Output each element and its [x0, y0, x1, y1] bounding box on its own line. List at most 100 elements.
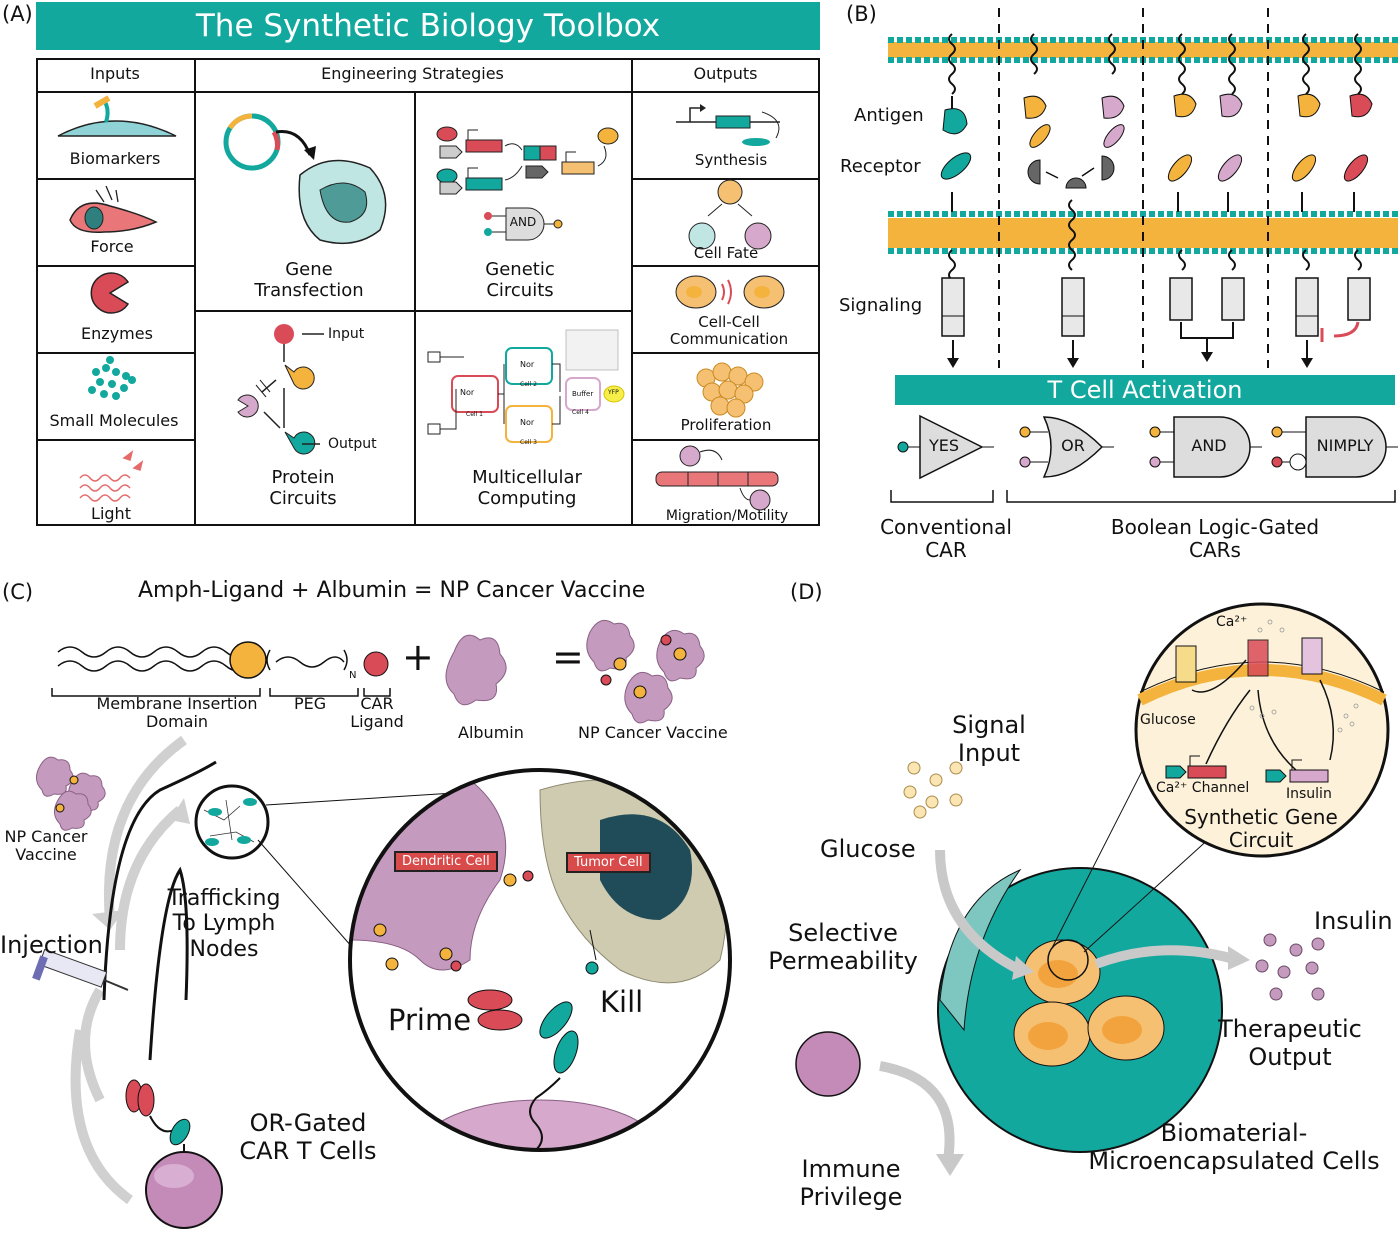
signal-input-label: Signal Input	[952, 711, 1026, 767]
tumor-cell-tag: Tumor Cell	[566, 852, 651, 873]
therapeutic-output-label: Therapeutic Output	[1218, 1015, 1362, 1071]
multicellular-circuit-icon	[427, 329, 625, 443]
header-outputs: Outputs	[693, 64, 758, 83]
and-gate-icon	[484, 207, 563, 241]
input-force: Force	[90, 237, 134, 256]
insulin-label: Insulin	[1314, 907, 1393, 935]
circuit-title-label: Synthetic Gene Circuit	[1184, 805, 1338, 852]
circuit-glucose-label: Glucose	[1140, 712, 1196, 728]
input-light: Light	[91, 504, 131, 523]
protein-output-label: Output	[328, 436, 377, 452]
mc-output: YFP	[608, 389, 619, 396]
protein-circuit-icon	[237, 324, 324, 455]
input-small-molecules: Small Molecules	[49, 411, 179, 430]
toolbox-title: The Synthetic Biology Toolbox	[36, 2, 820, 50]
output-migration: Migration/Motility	[665, 508, 789, 524]
car-t-cell-icon	[125, 1079, 223, 1229]
header-strategies: Engineering Strategies	[321, 64, 504, 83]
conventional-car-label: Conventional CAR	[880, 515, 1012, 562]
car-ligand-label: CAR Ligand	[350, 694, 404, 732]
mc-cell-1: Cell 1	[466, 411, 483, 418]
mc-cell-3: Cell 3	[520, 439, 537, 446]
circuit-channel-label: Ca²⁺ Channel	[1156, 780, 1250, 796]
output-cell-communication: Cell-Cell Communication	[669, 313, 789, 349]
immune-cell	[795, 1031, 861, 1097]
car-receptor-detail	[373, 870, 599, 1151]
output-proliferation: Proliferation	[680, 416, 772, 434]
mc-cell-2: Cell 2	[520, 381, 537, 388]
input-biomarkers: Biomarkers	[69, 149, 161, 168]
prime-label: Prime	[388, 1003, 472, 1037]
migration-icon	[655, 445, 779, 511]
plasmid-icon	[223, 113, 316, 171]
vaccine-small-icon	[36, 756, 106, 831]
membrane-domain-label: Membrane Insertion Domain	[96, 694, 258, 732]
panel-d-letter: (D)	[790, 580, 823, 604]
albumin-icon	[445, 634, 507, 706]
vaccine-label: NP Cancer Vaccine	[578, 723, 728, 742]
column-4	[1301, 33, 1362, 271]
multicellular-label: Multicellular Computing	[472, 467, 582, 509]
boolean-car-label: Boolean Logic-Gated CARs	[1110, 515, 1320, 562]
yes-gate	[897, 414, 994, 480]
mc-gate-4: Buffer	[572, 390, 594, 398]
nimply-gate-label: NIMPLY	[1316, 436, 1374, 455]
column-2	[1030, 33, 1116, 271]
column-3	[1177, 33, 1236, 271]
glucose-label: Glucose	[820, 835, 916, 863]
genetic-circuit-icon	[436, 126, 619, 195]
mc-gate-1: Nor	[460, 388, 475, 397]
or-gate	[1019, 416, 1114, 478]
mc-gate-2: Nor	[520, 360, 535, 369]
kill-label: Kill	[600, 985, 644, 1019]
synthesis-icon	[676, 104, 780, 146]
albumin-label: Albumin	[458, 723, 524, 742]
light-wave-icon	[79, 450, 144, 502]
capsule	[937, 867, 1223, 1153]
signaling-label: Signaling	[839, 295, 923, 316]
output-cell-fate: Cell Fate	[693, 244, 759, 262]
biomarker-icon	[57, 95, 177, 137]
genetic-circuits-label: Genetic Circuits	[485, 259, 555, 301]
amph-ligand	[51, 646, 391, 697]
peg-n-label: N	[349, 670, 357, 681]
force-cell-icon	[69, 185, 158, 233]
insulin-dots	[1255, 933, 1325, 1001]
protein-circuits-label: Protein Circuits	[269, 467, 337, 509]
proliferation-icon	[696, 362, 764, 418]
vaccine-icon	[586, 619, 705, 724]
output-synthesis: Synthesis	[694, 151, 768, 169]
gene-transfection-label: Gene Transfection	[254, 259, 364, 301]
small-molecules-icon	[88, 356, 136, 400]
t-cell-activation-bar: T Cell Activation	[895, 375, 1395, 405]
header-inputs: Inputs	[90, 64, 140, 83]
enzyme-icon	[90, 272, 130, 314]
yes-gate-label: YES	[928, 436, 960, 455]
plus-sign: +	[402, 635, 434, 679]
syringe-icon	[32, 948, 129, 991]
or-gate-label: OR	[1061, 436, 1085, 455]
glucose-dots	[903, 761, 963, 819]
dendritic-cell-tag: Dendritic Cell	[394, 851, 498, 872]
equals-sign: =	[552, 635, 584, 679]
injection-label: Injection	[0, 931, 103, 959]
cell-fate-icon	[688, 179, 772, 250]
and-gate-b-label: AND	[1191, 436, 1227, 455]
mc-cell-4: Cell 4	[572, 409, 589, 416]
circuit-ca-label: Ca²⁺	[1216, 614, 1248, 630]
panel-a-letter: (A)	[2, 2, 33, 26]
mc-gate-3: Nor	[520, 418, 535, 427]
peg-label: PEG	[294, 694, 327, 713]
input-enzymes: Enzymes	[81, 324, 153, 343]
toolbox-grid	[36, 58, 820, 526]
panel-c-letter: (C)	[2, 580, 34, 604]
biomaterial-label: Biomaterial- Microencapsulated Cells	[1088, 1119, 1380, 1175]
and-gate-b	[1149, 416, 1262, 478]
protein-input-label: Input	[328, 326, 365, 342]
cell-icon	[298, 159, 387, 245]
receptor-label: Receptor	[840, 156, 921, 177]
cell-communication-icon	[675, 275, 785, 309]
encapsulated-cells	[1013, 939, 1165, 1067]
